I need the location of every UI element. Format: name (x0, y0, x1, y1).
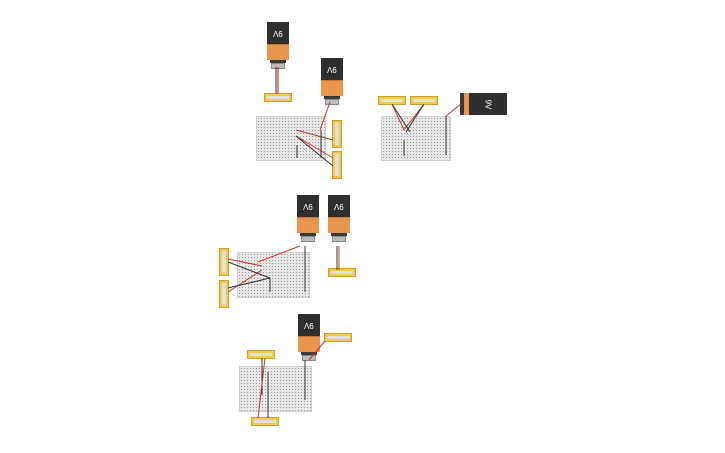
battery-4[interactable]: 9V (298, 314, 320, 361)
component-3c[interactable] (328, 268, 356, 277)
component-2b[interactable] (410, 96, 438, 105)
battery-label: 9V (327, 64, 337, 74)
battery-2[interactable]: 9V (460, 93, 507, 115)
breadboard-1[interactable] (256, 116, 326, 161)
battery-label: 9V (304, 320, 314, 330)
breadboard-2[interactable] (381, 116, 451, 161)
component-4c[interactable] (251, 417, 279, 426)
battery-3a[interactable]: 9V (297, 195, 319, 242)
breadboard-3[interactable] (237, 252, 310, 298)
battery-1a[interactable]: 9V (267, 22, 289, 69)
component-3a[interactable] (219, 248, 229, 276)
battery-label: 9V (273, 28, 283, 38)
component-4b[interactable] (247, 350, 275, 359)
component-1c[interactable] (332, 151, 342, 179)
component-4a[interactable] (324, 333, 352, 342)
component-1b[interactable] (332, 120, 342, 148)
battery-3b[interactable]: 9V (328, 195, 350, 242)
breadboard-4[interactable] (239, 366, 312, 412)
battery-1b[interactable]: 9V (321, 58, 343, 105)
battery-label: 9V (303, 201, 313, 211)
component-3b[interactable] (219, 280, 229, 308)
component-2a[interactable] (378, 96, 406, 105)
component-1a[interactable] (264, 93, 292, 102)
battery-label: 9V (483, 99, 493, 109)
battery-label: 9V (334, 201, 344, 211)
